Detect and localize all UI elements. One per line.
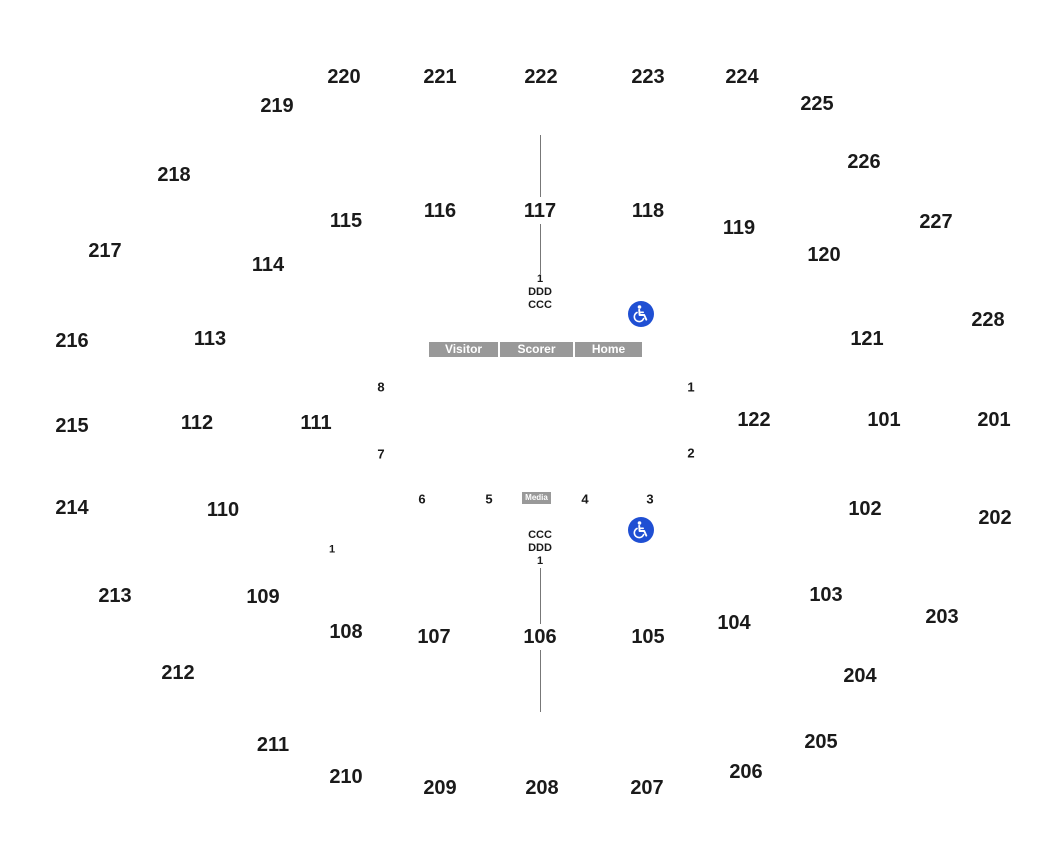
section-109[interactable]: 109 — [246, 586, 280, 608]
media-label: Media — [522, 492, 551, 504]
section-114[interactable]: 114 — [251, 254, 285, 276]
section-217[interactable]: 217 — [88, 240, 122, 262]
row-label: 1 — [536, 555, 544, 567]
section-116[interactable]: 116 — [423, 200, 457, 222]
floor-section-6[interactable]: 6 — [418, 491, 426, 507]
section-228[interactable]: 228 — [971, 309, 1005, 331]
section-205[interactable]: 205 — [804, 731, 838, 753]
section-225[interactable]: 225 — [800, 93, 834, 115]
section-101[interactable]: 101 — [867, 409, 901, 431]
section-223[interactable]: 223 — [631, 66, 665, 88]
floor-section-8[interactable]: 8 — [377, 379, 385, 395]
section-106[interactable]: 106 — [523, 626, 557, 648]
row-label[interactable]: DDD — [528, 286, 552, 298]
section-215[interactable]: 215 — [55, 415, 89, 437]
section-226[interactable]: 226 — [847, 151, 881, 173]
section-115[interactable]: 115 — [329, 210, 363, 232]
section-204[interactable]: 204 — [843, 665, 877, 687]
section-103[interactable]: 103 — [809, 584, 843, 606]
section-110[interactable]: 110 — [206, 499, 240, 521]
section-104[interactable]: 104 — [717, 612, 751, 634]
section-212[interactable]: 212 — [161, 662, 195, 684]
row-label: 1 — [536, 273, 544, 285]
section-221[interactable]: 221 — [423, 66, 457, 88]
section-108[interactable]: 108 — [329, 621, 363, 643]
section-210[interactable]: 210 — [329, 766, 363, 788]
section-112[interactable]: 112 — [180, 412, 214, 434]
floor-section-5[interactable]: 5 — [485, 491, 493, 507]
row-1-label: 1 — [328, 543, 336, 556]
section-111[interactable]: 111 — [300, 412, 332, 434]
section-102[interactable]: 102 — [848, 498, 882, 520]
row-label[interactable]: CCC — [528, 299, 552, 311]
section-222[interactable]: 222 — [524, 66, 558, 88]
section-207[interactable]: 207 — [630, 777, 664, 799]
section-213[interactable]: 213 — [98, 585, 132, 607]
section-118[interactable]: 118 — [631, 200, 665, 222]
section-224[interactable]: 224 — [725, 66, 759, 88]
floor-section-2[interactable]: 2 — [687, 445, 695, 461]
floor-rows-bottom: CCC DDD 1 — [528, 529, 552, 568]
section-209[interactable]: 209 — [423, 777, 457, 799]
aisle-line-bottom-upper — [540, 568, 541, 624]
section-206[interactable]: 206 — [729, 761, 763, 783]
section-220[interactable]: 220 — [327, 66, 361, 88]
scorer-table-label: Scorer — [500, 342, 573, 357]
home-bench-label: Home — [575, 342, 642, 357]
visitor-bench-label: Visitor — [429, 342, 498, 357]
section-203[interactable]: 203 — [925, 606, 959, 628]
section-218[interactable]: 218 — [157, 164, 191, 186]
floor-section-4[interactable]: 4 — [581, 491, 589, 507]
section-113[interactable]: 113 — [193, 328, 227, 350]
wheelchair-icon — [628, 517, 654, 543]
section-208[interactable]: 208 — [525, 777, 559, 799]
wheelchair-icon — [628, 301, 654, 327]
floor-section-3[interactable]: 3 — [646, 491, 654, 507]
section-211[interactable]: 211 — [256, 734, 290, 756]
section-105[interactable]: 105 — [631, 626, 665, 648]
aisle-line-top-upper — [540, 135, 541, 197]
row-label[interactable]: DDD — [528, 542, 552, 554]
aisle-line-bottom-lower — [540, 650, 541, 712]
section-214[interactable]: 214 — [55, 497, 89, 519]
section-201[interactable]: 201 — [977, 409, 1011, 431]
section-219[interactable]: 219 — [260, 95, 294, 117]
section-216[interactable]: 216 — [55, 330, 89, 352]
floor-section-1[interactable]: 1 — [687, 379, 695, 395]
section-119[interactable]: 119 — [722, 217, 756, 239]
section-117[interactable]: 117 — [523, 200, 557, 222]
section-107[interactable]: 107 — [417, 626, 451, 648]
section-227[interactable]: 227 — [919, 211, 953, 233]
floor-section-7[interactable]: 7 — [377, 446, 385, 462]
aisle-line-top-lower — [540, 224, 541, 274]
section-120[interactable]: 120 — [807, 244, 841, 266]
section-122[interactable]: 122 — [737, 409, 771, 431]
row-label[interactable]: CCC — [528, 529, 552, 541]
section-121[interactable]: 121 — [850, 328, 884, 350]
section-202[interactable]: 202 — [978, 507, 1012, 529]
floor-rows-top: 1 DDD CCC — [528, 273, 552, 312]
